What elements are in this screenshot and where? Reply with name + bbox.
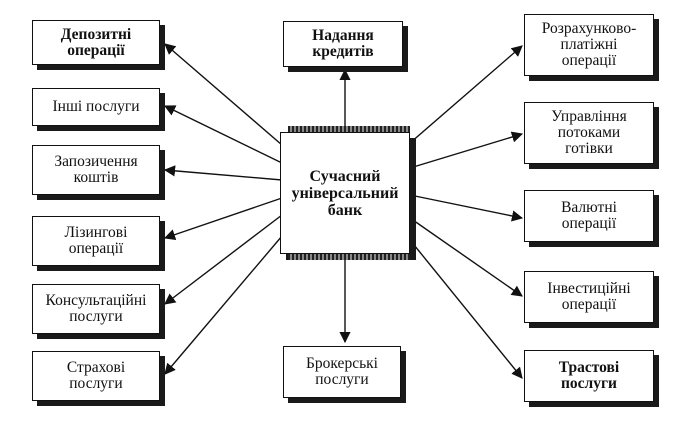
box-trust-services: Трастові послуги [524, 350, 654, 402]
label-leasing-operations: Лізингові операції [65, 225, 128, 257]
box-currency-operations: Валютні операції [524, 190, 654, 242]
box-investment-operations: Інвестиційні операції [524, 271, 654, 323]
label-trust-services: Трастові послуги [559, 360, 619, 392]
center-hatch-bottom [288, 254, 410, 260]
arrow-to-insurance-services [165, 236, 282, 374]
label-currency-operations: Валютні операції [561, 200, 617, 232]
arrow-to-trust-services [410, 240, 522, 378]
arrow-to-other-services [165, 106, 282, 163]
box-lending: Надання кредитів [283, 21, 403, 67]
label-insurance-services: Страхові послуги [67, 360, 125, 392]
label-settlement-operations: Розрахунково- платіжні операції [542, 21, 637, 69]
label-cash-flow-management: Управління потоками готівки [551, 109, 626, 157]
center-box: Сучасний універсальний банк [280, 132, 410, 254]
label-brokerage: Брокерські послуги [306, 356, 378, 388]
arrow-to-borrowing-funds [165, 170, 282, 180]
arrow-to-currency-operations [410, 195, 522, 218]
box-other-services: Інші послуги [32, 88, 160, 126]
box-consulting-services: Консультаційні послуги [32, 284, 160, 334]
box-leasing-operations: Лізингові операції [32, 216, 160, 266]
box-borrowing-funds: Запозичення коштів [32, 145, 160, 195]
label-other-services: Інші послуги [52, 99, 139, 115]
arrow-to-deposit-operations [165, 44, 282, 145]
box-insurance-services: Страхові послуги [32, 351, 160, 401]
label-borrowing-funds: Запозичення коштів [54, 154, 137, 186]
arrow-to-cash-flow-management [410, 134, 522, 168]
arrow-to-settlement-operations [410, 46, 522, 143]
box-settlement-operations: Розрахунково- платіжні операції [524, 14, 654, 76]
label-investment-operations: Інвестиційні операції [547, 281, 630, 313]
arrow-to-investment-operations [410, 218, 522, 296]
arrow-to-consulting-services [165, 215, 282, 304]
label-lending: Надання кредитів [312, 28, 374, 60]
label-deposit-operations: Депозитні операції [61, 27, 131, 59]
label-consulting-services: Консультаційні послуги [46, 293, 147, 325]
center-label: Сучасний універсальний банк [292, 168, 399, 219]
box-cash-flow-management: Управління потоками готівки [524, 102, 654, 164]
box-brokerage: Брокерські послуги [283, 346, 401, 398]
arrow-to-leasing-operations [165, 198, 282, 238]
box-deposit-operations: Депозитні операції [32, 20, 160, 65]
